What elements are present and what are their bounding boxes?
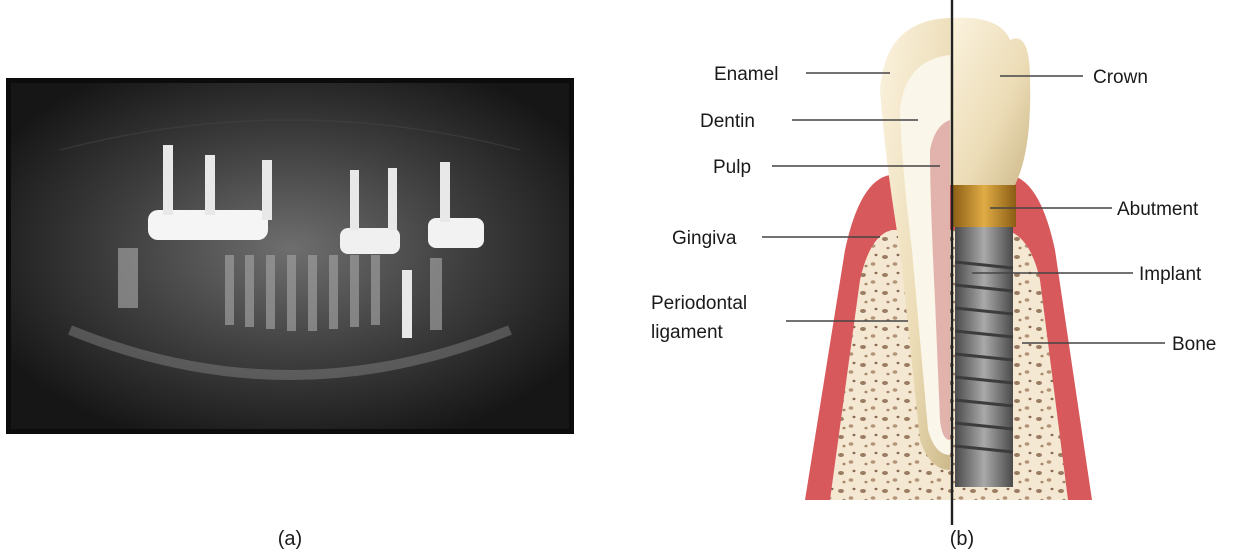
- label-periodontal-2: ligament: [651, 322, 724, 343]
- xray-implant-5: [388, 168, 397, 230]
- metal-bridge-right: [428, 218, 484, 248]
- label-dentin: Dentin: [700, 111, 755, 132]
- label-gingiva: Gingiva: [672, 228, 737, 249]
- caption-a: (a): [278, 528, 302, 550]
- xray-implant-4: [350, 170, 359, 230]
- xray-panel: [6, 78, 574, 434]
- label-crown: Crown: [1093, 67, 1148, 88]
- xray-implant-6: [440, 162, 450, 222]
- label-implant: Implant: [1139, 264, 1202, 285]
- xray-implant-2: [205, 155, 215, 215]
- xray-implant-lower: [402, 270, 412, 338]
- label-bone: Bone: [1172, 334, 1216, 355]
- label-pulp: Pulp: [713, 157, 751, 178]
- label-enamel: Enamel: [714, 64, 778, 85]
- metal-bridge-middle: [340, 228, 400, 254]
- xray-implant-3: [262, 160, 272, 220]
- label-periodontal-1: Periodontal: [651, 293, 747, 314]
- label-abutment: Abutment: [1117, 199, 1199, 220]
- tooth-diagram: [805, 0, 1092, 525]
- implant-crown: [950, 18, 1030, 185]
- xray-implant-1: [163, 145, 173, 215]
- caption-b: (b): [950, 528, 974, 550]
- abutment-shape: [952, 185, 1016, 227]
